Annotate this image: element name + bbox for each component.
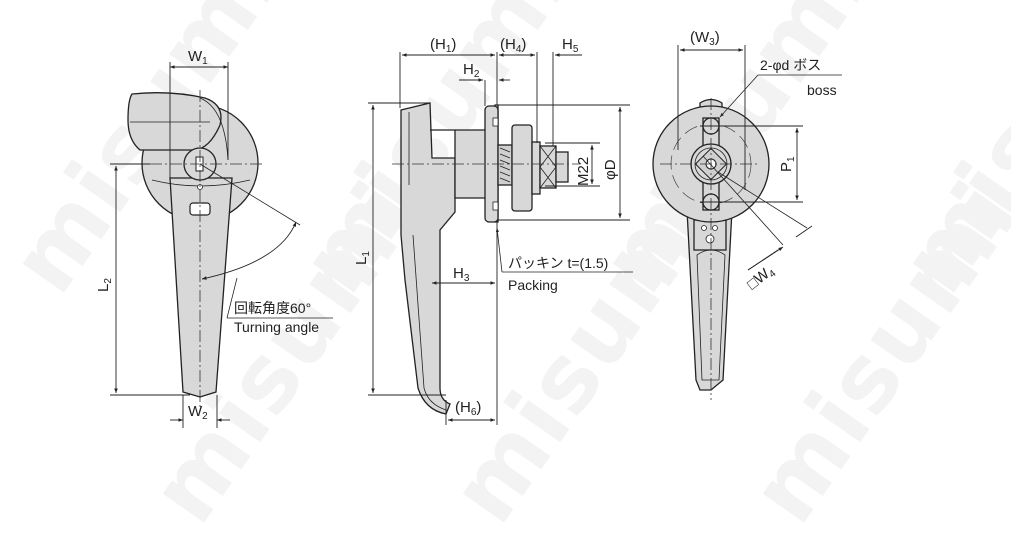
dim-w3: (W3) [690, 29, 720, 48]
dim-p1: P1 [778, 156, 797, 172]
dim-l1: L1 [353, 251, 372, 265]
dim-phi-d: φD [602, 159, 619, 180]
lever-profile [400, 102, 456, 415]
turning-angle-jp: 回転角度60° [234, 300, 311, 316]
square-drive [539, 145, 557, 189]
dim-m22: M22 [575, 157, 592, 186]
dim-h1: (H1) [430, 36, 456, 55]
technical-drawing: W1 L2 W2 回転角度60° Turning angle [95, 29, 842, 428]
boss-jp: 2-φd ボス [760, 57, 821, 73]
dim-h2: H2 [463, 61, 480, 80]
dim-h4: (H4) [500, 36, 526, 55]
dim-w1: W1 [188, 48, 208, 67]
dim-w4: □W4 [744, 262, 779, 295]
packing-en: Packing [508, 277, 558, 293]
washer [531, 141, 541, 195]
dim-h5: H5 [562, 36, 579, 55]
packing-jp: パッキン t=(1.5) [508, 255, 608, 271]
end-nut [555, 151, 569, 183]
front-view: W1 L2 W2 回転角度60° Turning angle [95, 48, 333, 428]
thread [497, 144, 513, 186]
grip-head [127, 92, 222, 151]
rear-view: (W3) 2-φd ボス boss P1 □W4 [652, 29, 842, 400]
dim-h3: H3 [453, 265, 470, 284]
side-view: (H1) (H4) H5 H2 M22 φD L1 H3 (H6) [353, 36, 633, 425]
turning-angle-en: Turning angle [234, 319, 319, 335]
dim-h6: (H6) [455, 399, 481, 418]
dim-w2: W2 [188, 403, 208, 422]
boss-en: boss [807, 82, 837, 98]
dim-l2: L2 [95, 278, 114, 292]
panel-nut [511, 124, 533, 212]
